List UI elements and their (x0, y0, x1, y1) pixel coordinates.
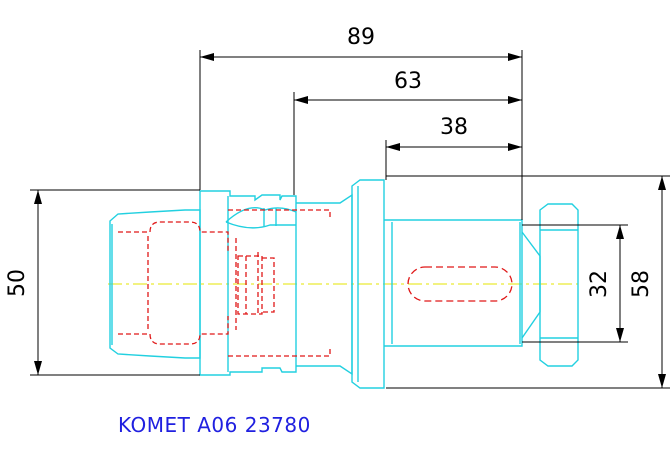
dimension-38: 38 (440, 115, 468, 140)
dimension-50: 50 (5, 269, 30, 297)
dimension-63: 63 (394, 69, 422, 94)
keyway-slot (407, 266, 513, 302)
dimension-lines (30, 50, 670, 389)
dimension-32: 32 (587, 270, 612, 298)
hidden-lines (118, 209, 513, 357)
part-label: KOMET A06 23780 (118, 413, 311, 437)
dimension-58: 58 (629, 270, 654, 298)
dimension-arrows (34, 53, 666, 388)
dimension-89: 89 (347, 25, 375, 50)
